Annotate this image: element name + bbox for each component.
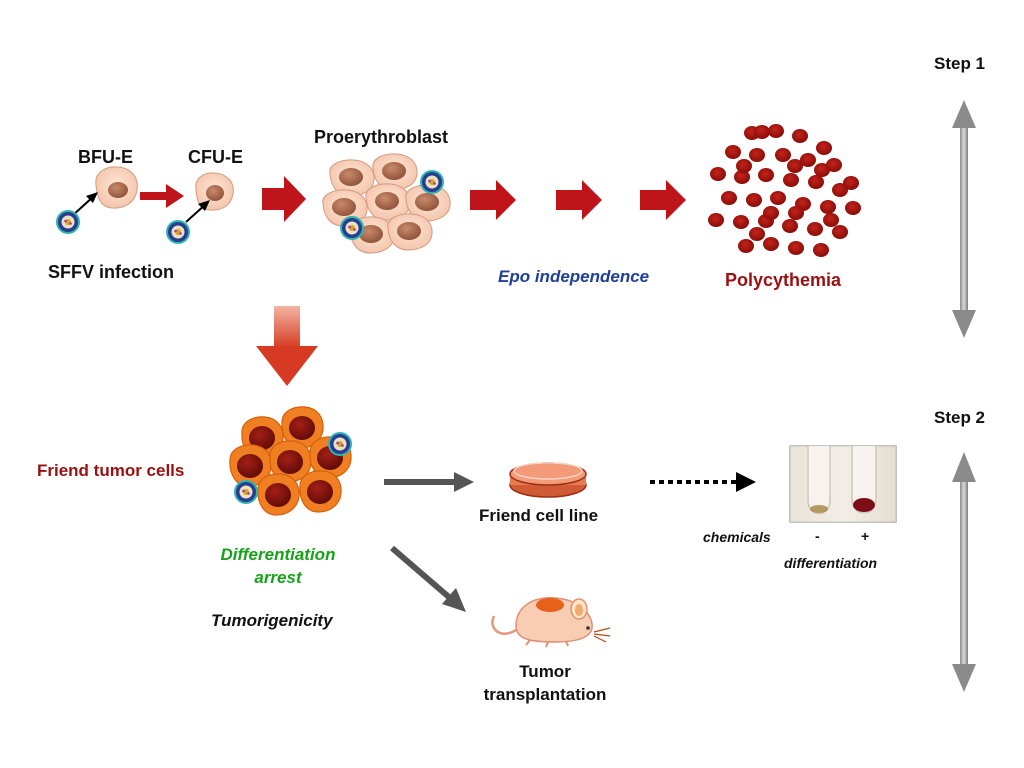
polycythemia-label: Polycythemia <box>725 270 842 290</box>
red-blood-cell <box>754 125 770 139</box>
virus-particle <box>328 432 352 456</box>
chemicals-label: chemicals <box>703 529 771 545</box>
differentiation-label: differentiation <box>784 555 878 571</box>
red-blood-cell <box>800 153 816 167</box>
red-blood-cell <box>843 176 859 190</box>
red-blood-cell <box>788 206 804 220</box>
virus-particle <box>56 210 80 234</box>
proerythroblast-cluster <box>322 153 451 254</box>
red-blood-cell <box>820 200 836 214</box>
virus-particle <box>234 480 258 504</box>
step2-double-arrow <box>952 452 976 692</box>
step2-label: Step 2 <box>934 408 986 427</box>
bfu-e-label: BFU-E <box>78 147 133 167</box>
bfu-e-cell <box>95 166 138 209</box>
virus-particle <box>420 170 444 194</box>
red-blood-cell <box>770 191 786 205</box>
red-blood-cell <box>813 243 829 257</box>
virus-particle <box>340 216 364 240</box>
red-blood-cell <box>832 225 848 239</box>
red-blood-cell <box>763 237 779 251</box>
red-blood-cell <box>758 168 774 182</box>
sffv-infection-label: SFFV infection <box>48 262 174 282</box>
red-blood-cell <box>832 183 848 197</box>
tubes-photo <box>789 445 897 523</box>
red-blood-cell <box>768 124 784 138</box>
step1-double-arrow <box>952 100 976 338</box>
red-blood-cell <box>792 129 808 143</box>
red-blood-cell <box>808 175 824 189</box>
red-blood-cell <box>775 148 791 162</box>
dotted-arrow-to-differentiation <box>650 472 756 492</box>
arrow-bfu-to-cfu <box>140 184 184 208</box>
virus-particle <box>166 220 190 244</box>
red-blood-cell <box>736 159 752 173</box>
arrow-to-transplantation <box>390 545 466 612</box>
red-blood-cell <box>787 159 803 173</box>
red-blood-cell <box>721 191 737 205</box>
red-blood-cell <box>763 206 779 220</box>
red-blood-cell <box>725 145 741 159</box>
differentiation-arrest-label-line2: arrest <box>254 568 302 587</box>
red-blood-cell-cluster <box>708 124 861 257</box>
red-blood-cell <box>826 158 842 172</box>
red-blood-cell <box>816 141 832 155</box>
petri-dish-icon <box>509 462 587 498</box>
red-blood-cell <box>710 167 726 181</box>
tumor-transplantation-label-line2: transplantation <box>483 685 607 704</box>
proerythroblast-label: Proerythroblast <box>314 127 449 147</box>
friend-cell-line-label: Friend cell line <box>479 506 599 525</box>
epo-independence-label: Epo independence <box>498 267 650 286</box>
red-blood-cell <box>734 170 750 184</box>
arrow-progression-2 <box>556 180 602 220</box>
red-blood-cell <box>807 222 823 236</box>
red-blood-cell <box>788 241 804 255</box>
tumor-transplantation-label-line1: Tumor <box>519 662 571 681</box>
step1-label: Step 1 <box>934 54 986 73</box>
red-blood-cell <box>783 173 799 187</box>
arrow-progression-1 <box>470 180 516 220</box>
red-blood-cell <box>749 227 765 241</box>
red-blood-cell <box>782 219 798 233</box>
red-blood-cell <box>746 193 762 207</box>
tumorigenicity-label: Tumorigenicity <box>211 611 333 630</box>
arrow-cfu-to-proerythroblast <box>262 176 306 222</box>
arrow-down-to-tumor <box>256 306 318 386</box>
red-blood-cell <box>814 163 830 177</box>
arrow-progression-3 <box>640 180 686 220</box>
friend-tumor-cells-label: Friend tumor cells <box>37 461 185 480</box>
red-blood-cell <box>845 201 861 215</box>
arrow-to-cell-line <box>384 472 474 492</box>
red-blood-cell <box>749 148 765 162</box>
cfu-e-cell <box>195 172 234 211</box>
red-blood-cell <box>708 213 724 227</box>
cfu-e-label: CFU-E <box>188 147 243 167</box>
red-blood-cell <box>823 213 839 227</box>
differentiation-arrest-label-line1: Differentiation <box>220 545 336 564</box>
mouse-icon <box>491 597 611 648</box>
minus-label: - <box>815 528 820 544</box>
red-blood-cell <box>738 239 754 253</box>
plus-label: + <box>861 528 870 544</box>
red-blood-cell <box>733 215 749 229</box>
